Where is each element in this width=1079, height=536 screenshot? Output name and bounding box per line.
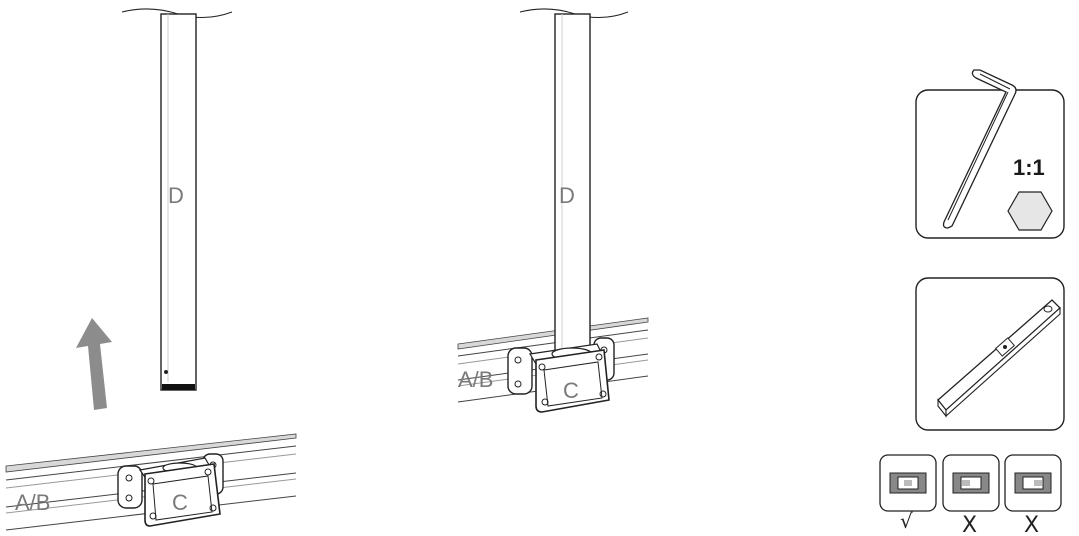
level-check-2-mark: X (962, 513, 977, 536)
hex-key-tool-box: 1:1 (915, 69, 1065, 239)
lift-up-arrow-icon (76, 318, 112, 410)
level-check-3-mark: X (1024, 513, 1039, 536)
hex-key-icon (942, 69, 1017, 229)
step2-rail-label: A/B (458, 367, 493, 392)
level-check-2: X (942, 454, 1000, 536)
spirit-level-icon (937, 299, 1061, 418)
step2-clamp-label: C (563, 378, 579, 403)
step2-clamp: C (507, 337, 615, 413)
step1-clamp-label: C (172, 490, 188, 515)
level-check-1: √ (879, 454, 937, 533)
step1-clamp: C (117, 453, 224, 527)
hex-nut-icon (1007, 191, 1053, 231)
step2-pole: D (519, 8, 629, 355)
hex-key-scale-label: 1:1 (1013, 155, 1045, 180)
step2-pole-label: D (559, 183, 575, 208)
spirit-level-tool-box (915, 277, 1065, 431)
step2-panel: A/B D C (457, 8, 649, 413)
level-check-1-mark: √ (900, 509, 913, 533)
level-check-3: X (1004, 454, 1062, 536)
step1-pole: D (121, 8, 233, 391)
step1-pole-label: D (168, 183, 184, 208)
step1-rail: A/B (5, 433, 297, 531)
step1-panel: D A/B C (5, 8, 297, 531)
step1-rail-label: A/B (15, 490, 50, 515)
